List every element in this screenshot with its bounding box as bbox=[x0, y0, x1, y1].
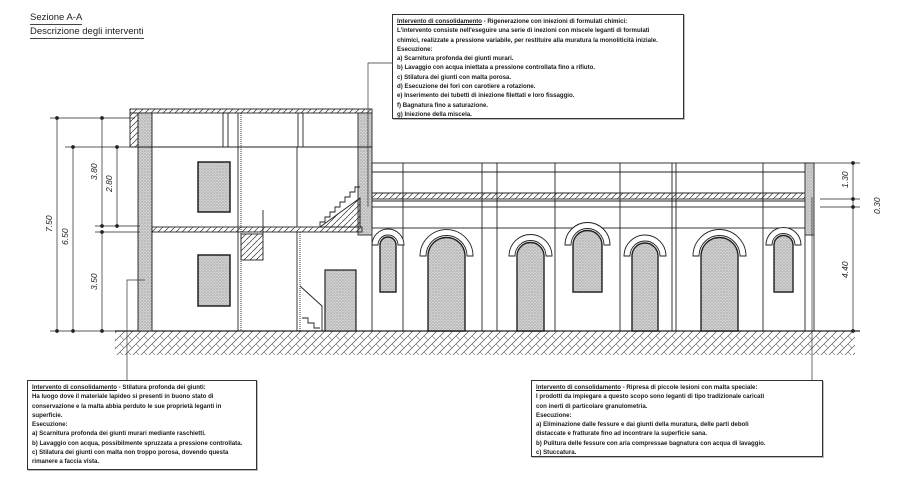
dim-total-height: 7.50 bbox=[44, 215, 54, 232]
arch-frame bbox=[623, 234, 667, 257]
note-line: a) Eliminazione dalle fessure e dai giun… bbox=[536, 421, 749, 429]
note-line: f) Bagnatura fino a saturazione. bbox=[397, 101, 489, 109]
note-joint-pointing: Intervento di consolidamento - Stilatura… bbox=[27, 380, 257, 470]
arch-frame bbox=[371, 228, 405, 246]
arch-frame bbox=[765, 227, 802, 246]
note-line: b) Lavaggio con acqua, possibilmente spr… bbox=[32, 439, 243, 447]
dim-slab: 0.30 bbox=[872, 197, 882, 214]
dim-ground-floor: 3.50 bbox=[89, 273, 99, 290]
note-line: a) Scarnitura profonda dei giunti murari… bbox=[397, 55, 514, 63]
note-line: I prodotti da impiegare a questo scopo s… bbox=[536, 393, 765, 401]
note-line: e) Inserimento dei tubetti di iniezione … bbox=[397, 92, 575, 100]
wall-column-left bbox=[137, 112, 153, 332]
note-line: con inerti di particolare granulometria. bbox=[536, 402, 648, 410]
note-heading: Intervento di consolidamento bbox=[32, 384, 117, 391]
arched-window bbox=[773, 234, 794, 293]
window-upper bbox=[197, 161, 231, 213]
arched-door bbox=[427, 236, 466, 332]
dim-upper-floor-inner: 2.80 bbox=[104, 175, 114, 193]
note-heading: Intervento di consolidamento bbox=[397, 18, 482, 25]
arch-frame bbox=[419, 229, 474, 257]
dim-parapet: 1.30 bbox=[840, 171, 850, 188]
note-line: g) Iniezione della miscela. bbox=[397, 110, 472, 118]
note-line: d) Esecuzione dei fori con carotiere a r… bbox=[397, 83, 536, 91]
note-line: c) Stilatura dei giunti con malta porosa… bbox=[397, 73, 512, 81]
note-line: distaccate e fratturate fino ad incontra… bbox=[536, 430, 708, 438]
window-lower bbox=[197, 254, 231, 307]
note-line: L'intervento consiste nell'eseguire una … bbox=[397, 27, 650, 35]
note-title: - Rigenerazione con iniezioni di formula… bbox=[481, 18, 628, 25]
left-building bbox=[129, 108, 373, 332]
arched-window bbox=[379, 236, 397, 293]
note-line: Esecuzione: bbox=[536, 411, 572, 419]
note-injection-consolidation: Intervento di consolidamento - Rigeneraz… bbox=[392, 14, 684, 119]
note-crack-repair: Intervento di consolidamento - Ripresa d… bbox=[531, 380, 823, 457]
end-wall bbox=[804, 162, 815, 236]
arched-door bbox=[516, 241, 545, 332]
dim-upper-floor: 3.80 bbox=[89, 163, 99, 180]
note-line: Esecuzione: bbox=[397, 45, 433, 53]
arch-frame bbox=[564, 222, 611, 246]
note-line: b) Pulitura delle fessure con aria compr… bbox=[536, 439, 766, 447]
arched-windows bbox=[371, 222, 802, 332]
dim-eaves-height: 6.50 bbox=[60, 228, 70, 245]
arched-window bbox=[572, 229, 603, 293]
note-line: c) Stilatura dei giunti con malta non tr… bbox=[32, 449, 229, 457]
arch-frame bbox=[692, 229, 747, 257]
door bbox=[324, 269, 357, 332]
note-title: - Ripresa di piccole lesioni con malta s… bbox=[620, 384, 758, 391]
note-line: Ha luogo dove il materiale lapideo si pr… bbox=[32, 393, 214, 401]
note-line: rimanere a faccia vista. bbox=[32, 458, 100, 466]
section-title: Sezione A-A bbox=[30, 12, 83, 25]
section-subtitle: Descrizione degli interventi bbox=[30, 26, 144, 39]
arch-frame bbox=[508, 234, 553, 257]
note-line: c) Stuccatura. bbox=[536, 449, 577, 457]
note-line: a) Scarnitura profonda dei giunti murari… bbox=[32, 430, 206, 438]
note-line: Esecuzione: bbox=[32, 421, 68, 429]
note-line: chimici, realizzate a pressione variabil… bbox=[397, 36, 658, 44]
dim-hall-height: 4.40 bbox=[840, 261, 850, 278]
note-line: superficie. bbox=[32, 411, 63, 419]
ground-hatch bbox=[115, 331, 855, 355]
note-heading: Intervento di consolidamento bbox=[536, 384, 621, 391]
arched-door bbox=[700, 236, 739, 332]
note-line: conservazione e la malta abbia perduto l… bbox=[32, 402, 222, 410]
dimension-lines bbox=[50, 116, 860, 333]
arched-door bbox=[631, 242, 659, 332]
note-line: b) Lavaggio con acqua iniettata a pressi… bbox=[397, 64, 596, 72]
right-hall bbox=[371, 162, 815, 332]
note-title: - Stilatura profonda dei giunti: bbox=[116, 384, 206, 391]
